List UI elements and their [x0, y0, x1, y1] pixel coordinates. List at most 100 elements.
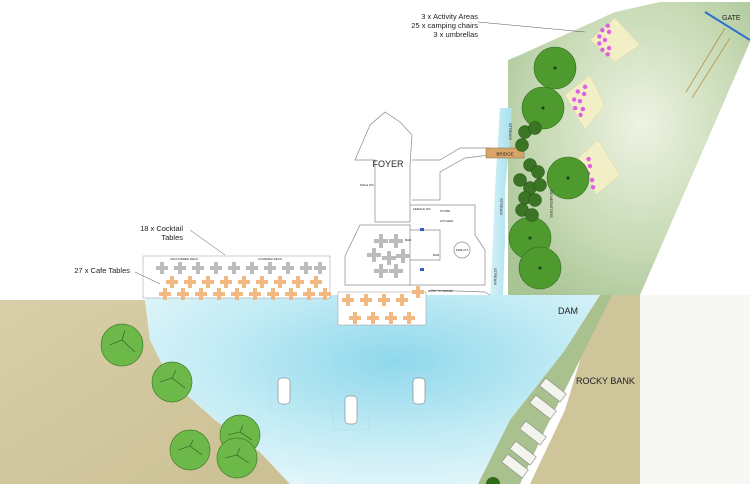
tree [100, 323, 144, 367]
cocktail-table [282, 262, 294, 274]
camping-chair [582, 84, 588, 90]
cafe-table [202, 276, 214, 288]
camping-chair [600, 28, 605, 33]
cafe-table [177, 288, 189, 300]
cafe-table [349, 312, 361, 324]
bridge [485, 147, 525, 159]
tree [486, 477, 500, 484]
activity-area-3 [577, 139, 621, 196]
store-label: STORE [440, 209, 450, 213]
cafe-table [367, 312, 379, 324]
far-right-bank [640, 295, 750, 484]
camping-chair [605, 23, 610, 28]
lower-deck-cafe-tables [342, 286, 424, 324]
deck-right-label: COVERED DECK [258, 257, 282, 261]
cocktail-table [210, 262, 222, 274]
cocktail-table [300, 262, 312, 274]
ramp-label: RAMP TO WATER [428, 289, 454, 293]
cafe-table [310, 276, 322, 288]
cafe-table [403, 312, 415, 324]
cafe-table [256, 276, 268, 288]
camping-chair [578, 112, 583, 118]
camping-chair [586, 156, 591, 162]
camping-chair [597, 41, 602, 46]
cafe-table [213, 288, 225, 300]
camping-chair [606, 45, 612, 51]
cafe-table [184, 276, 196, 288]
lawn-trees [508, 46, 590, 290]
cocktail-table [264, 262, 276, 274]
camping-chair [575, 89, 580, 94]
camping-chair [581, 91, 587, 97]
cocktail-table [156, 262, 168, 274]
cafe-table [378, 294, 390, 306]
generators-label: GENERATORS [549, 190, 554, 218]
cocktail-label-line1: 18 x Cocktail [140, 224, 183, 233]
indoor-cocktail-tables [367, 234, 410, 278]
camping-chair [572, 97, 577, 102]
bank-trees [100, 323, 261, 479]
fire-pit-label: FIRE PIT [456, 248, 469, 252]
tree [169, 429, 211, 471]
female-wc-label: FEMALE WC [413, 207, 432, 211]
camping-chair [587, 163, 593, 169]
left-bank [0, 300, 290, 484]
tree [533, 178, 547, 192]
cocktail-table [246, 262, 258, 274]
male-wc-label: MALE WC [360, 183, 375, 187]
tree [216, 437, 258, 479]
cafe-table [396, 294, 408, 306]
blue-markers [420, 228, 424, 271]
bar-label: BAR [433, 253, 440, 257]
cafe-table [231, 288, 243, 300]
deck-cafe-tables [159, 276, 331, 300]
cocktail-table [228, 262, 240, 274]
gate-track-marks [685, 27, 731, 99]
leader-lines [134, 21, 586, 285]
activity-label-line3: 3 x umbrellas [433, 30, 478, 39]
cafe-table [238, 276, 250, 288]
cafe-label: 27 x Cafe Tables [74, 266, 130, 275]
pontoons [269, 373, 434, 431]
stream-label-low: STREAM [493, 268, 498, 285]
gate-label: GATE [722, 15, 741, 22]
camping-chair [600, 47, 605, 52]
cocktail-label-line2: Tables [161, 233, 183, 242]
bank-tree-branches [109, 329, 253, 464]
tree [528, 193, 542, 207]
rocky-bank [530, 295, 640, 484]
cafe-table [159, 288, 171, 300]
bar2-label: BAR [405, 238, 412, 242]
camping-chair [606, 29, 612, 35]
cafe-table [319, 288, 331, 300]
tree [525, 208, 539, 222]
camping-chair [590, 185, 596, 190]
cafe-table [360, 294, 372, 306]
camping-chair [577, 99, 583, 104]
cafe-table [303, 288, 315, 300]
cafe-table [412, 286, 424, 298]
cocktail-table [174, 262, 186, 274]
cafe-table [220, 276, 232, 288]
camping-chair [602, 37, 608, 43]
cocktail-table [192, 262, 204, 274]
gate-line [704, 11, 750, 41]
cafe-table [166, 276, 178, 288]
deck-cocktail-tables [156, 262, 326, 274]
cafe-table [195, 288, 207, 300]
activity-label-line2: 25 x camping chairs [411, 21, 478, 30]
bridge-label: BRIDGE [496, 152, 513, 157]
camping-chair [573, 105, 578, 111]
tree [528, 121, 542, 135]
tree [515, 138, 529, 152]
stream-label-top: STREAM [508, 123, 513, 140]
cafe-table [292, 276, 304, 288]
rocky-bank-label: ROCKY BANK [576, 376, 635, 386]
loungers [501, 377, 567, 479]
kitchen-label: KITCHEN [440, 219, 453, 223]
cafe-table [385, 312, 397, 324]
stream-label-mid: STREAM [499, 198, 504, 215]
cafe-table [267, 288, 279, 300]
camping-chair [605, 52, 610, 57]
